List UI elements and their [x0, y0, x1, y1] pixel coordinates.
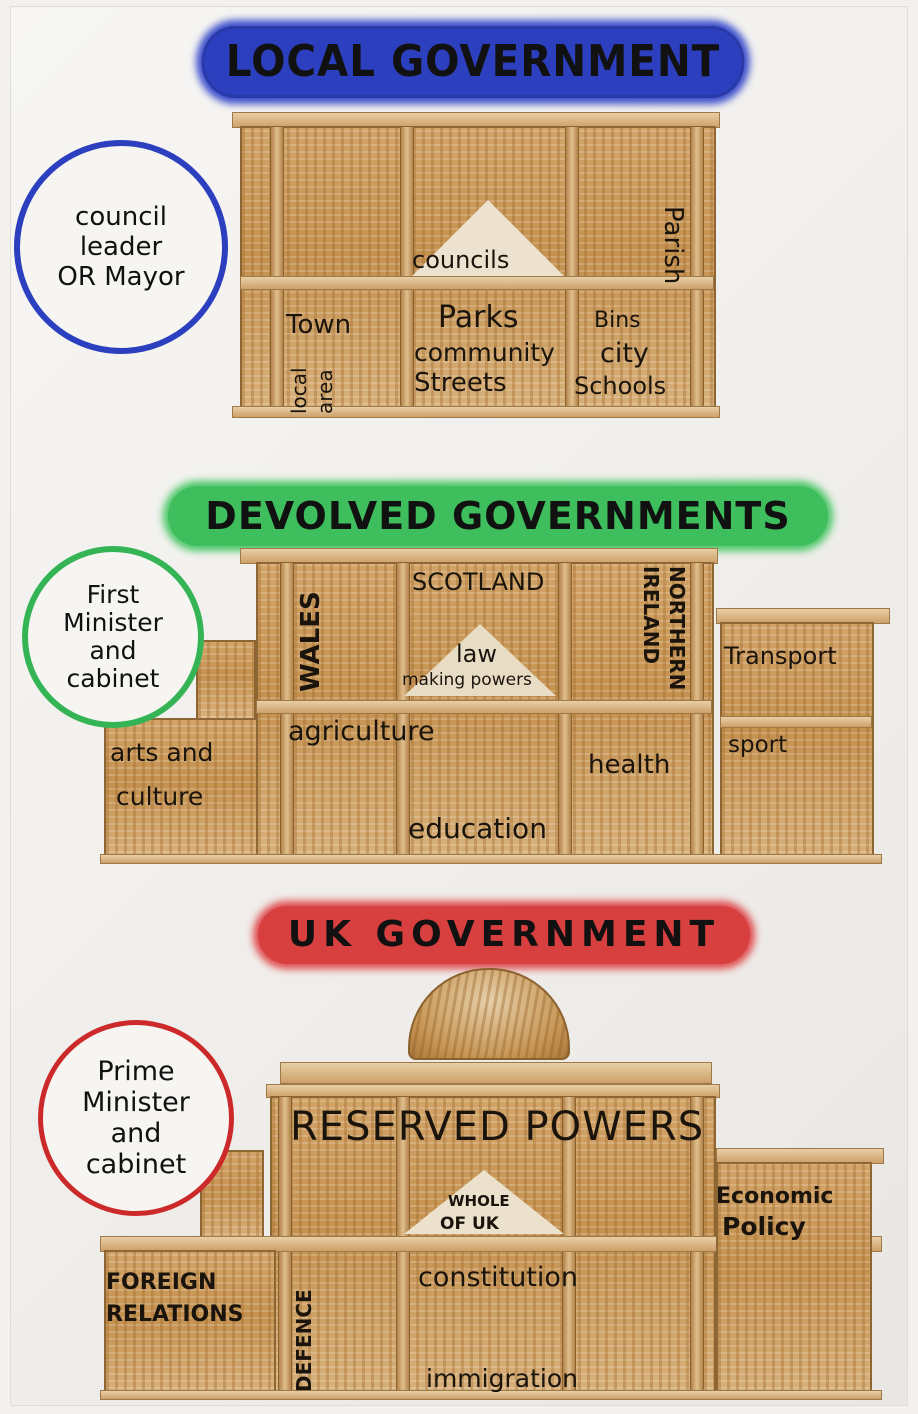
bins-label: Bins: [594, 308, 641, 333]
local-area-label: local area: [287, 367, 337, 414]
sport-label: sport: [728, 732, 788, 758]
wales-label: WALES: [296, 591, 326, 692]
uk-government-title: UK GOVERNMENT: [258, 906, 750, 964]
law-label: law: [456, 640, 498, 668]
uk-leader-circle: Prime Minister and cabinet: [38, 1020, 234, 1216]
parish-label: Parish: [658, 206, 688, 285]
devolved-leader-circle: First Minister and cabinet: [22, 546, 204, 728]
city-label: city: [600, 338, 649, 369]
defence-label: DEFENCE: [292, 1289, 316, 1392]
relations-label: RELATIONS: [106, 1302, 244, 1327]
devolved-base-beam: [100, 854, 882, 864]
economic-label: Economic: [716, 1184, 834, 1209]
foreign-label: FOREIGN: [106, 1270, 217, 1295]
making-powers-label: making powers: [402, 670, 532, 690]
reserved-powers-label: RESERVED POWERS: [290, 1104, 705, 1150]
local-mid-beam: [240, 276, 714, 290]
policy-label: Policy: [722, 1212, 806, 1241]
local-base-beam: [232, 406, 720, 418]
councils-label: councils: [412, 246, 510, 274]
uk-top-beam: [280, 1062, 712, 1084]
local-post: [690, 126, 704, 412]
local-post: [565, 126, 579, 412]
uk-pediment: [404, 1170, 564, 1234]
uk-base-beam: [100, 1390, 882, 1400]
devolved-right-wing: [720, 622, 874, 862]
immigration-label: immigration: [426, 1364, 578, 1393]
community-label: community: [414, 338, 555, 367]
agriculture-label: agriculture: [288, 716, 435, 747]
scotland-label: SCOTLAND: [412, 568, 545, 596]
arts-label: arts and: [110, 738, 214, 767]
health-label: health: [588, 750, 671, 780]
transport-label: Transport: [724, 642, 837, 670]
uk-mid-beam: [100, 1236, 882, 1252]
uk-right-wing: [716, 1162, 872, 1398]
constitution-label: constitution: [418, 1262, 579, 1293]
local-post: [270, 126, 284, 412]
culture-label: culture: [116, 782, 204, 811]
local-leader-label: council leader OR Mayor: [57, 202, 185, 292]
streets-label: Streets: [414, 368, 507, 398]
education-label: education: [408, 812, 547, 845]
devolved-leader-label: First Minister and cabinet: [63, 580, 163, 693]
uk-leader-label: Prime Minister and cabinet: [82, 1056, 190, 1180]
devolved-right-mid-beam: [720, 716, 872, 728]
whole-label: WHOLE: [448, 1192, 510, 1210]
local-government-title: LOCAL GOVERNMENT: [201, 26, 745, 98]
local-leader-circle: council leader OR Mayor: [14, 140, 228, 354]
local-pediment: [412, 200, 564, 276]
devolved-mid-beam: [256, 700, 712, 714]
local-wall: [240, 126, 716, 414]
town-label: Town: [286, 310, 352, 340]
of-uk-label: OF UK: [440, 1214, 499, 1234]
devolved-government-title: DEVOLVED GOVERNMENTS: [168, 486, 828, 546]
devolved-left-upper-wing: [196, 640, 256, 720]
schools-label: Schools: [574, 372, 667, 400]
parks-label: Parks: [438, 300, 519, 335]
northern-ireland-label: NORTHERN IRELAND: [639, 566, 689, 691]
devolved-pediment: [404, 624, 556, 696]
